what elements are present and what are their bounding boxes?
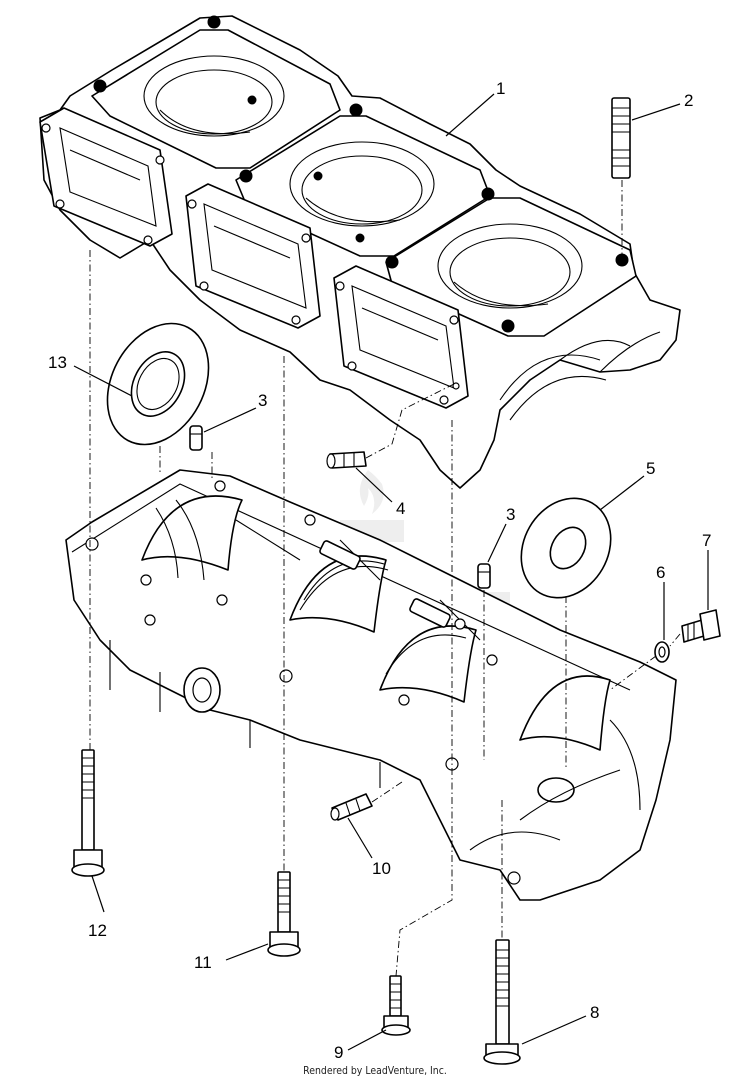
- bolt-12: [71, 749, 105, 877]
- pin-4: [326, 451, 367, 469]
- seal-13: [106, 322, 210, 446]
- bolt-7: [681, 609, 721, 643]
- callout-13: 13: [48, 353, 67, 372]
- callout-10: 10: [372, 859, 391, 878]
- leader-lines: [73, 93, 709, 1051]
- callout-7: 7: [702, 531, 711, 550]
- upper-crankcase-1: [39, 15, 681, 489]
- callout-1: 1: [496, 79, 505, 98]
- callout-5: 5: [646, 459, 655, 478]
- alignment-lines: [89, 180, 681, 977]
- bolt-8: [483, 939, 521, 1065]
- bolt-9: [381, 975, 411, 1036]
- callout-3b: 3: [506, 505, 515, 524]
- bolt-11: [267, 871, 301, 957]
- callout-6: 6: [656, 563, 665, 582]
- callout-3a: 3: [258, 391, 267, 410]
- dowel-pin-3a: [189, 425, 203, 451]
- callout-numbers: 1 2 13 3 4 3 5 6 7 10 12 11 9 8: [48, 79, 711, 1062]
- lower-crankcase: [65, 469, 677, 901]
- callout-2: 2: [684, 91, 693, 110]
- callout-8: 8: [590, 1003, 599, 1022]
- dowel-pin-3b: [477, 563, 491, 589]
- callout-12: 12: [88, 921, 107, 940]
- seal-5: [520, 497, 612, 599]
- washer-6: [654, 641, 670, 663]
- callout-4: 4: [396, 499, 405, 518]
- callout-11: 11: [194, 953, 212, 972]
- stud-2: [611, 97, 631, 179]
- callout-9: 9: [334, 1043, 343, 1062]
- pin-10: [330, 793, 373, 821]
- rendered-by-footer: Rendered by LeadVenture, Inc.: [303, 1064, 447, 1077]
